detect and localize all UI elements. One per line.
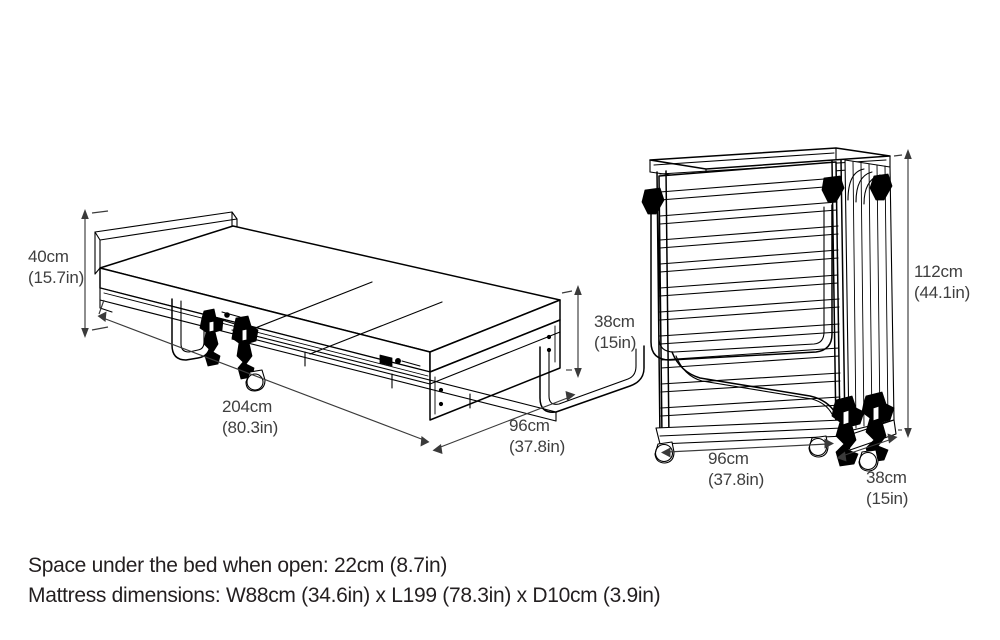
dimension-label-open-height: 40cm (15.7in) bbox=[28, 246, 84, 288]
dimension-label-folded-depth: 38cm (15in) bbox=[866, 467, 908, 509]
folded-bed-foot-brackets bbox=[831, 391, 895, 467]
open-width-imperial: (37.8in) bbox=[509, 437, 566, 456]
dimension-arrows-folded-bed bbox=[661, 149, 912, 462]
open-bed-caster bbox=[245, 369, 266, 392]
folded-width-metric: 96cm bbox=[708, 449, 749, 468]
dimension-arrow-open-height bbox=[81, 209, 109, 338]
folded-height-metric: 112cm bbox=[914, 262, 963, 281]
dimension-arrow-open-length bbox=[97, 299, 430, 447]
dimension-arrow-folded-width bbox=[661, 438, 834, 458]
open-length-metric: 204cm bbox=[222, 397, 273, 416]
open-frame-height-metric: 38cm bbox=[594, 312, 635, 331]
dimension-label-open-length: 204cm (80.3in) bbox=[222, 396, 278, 438]
open-bed-right-leg bbox=[539, 345, 645, 413]
caption-space-under-bed: Space under the bed when open: 22cm (8.7… bbox=[28, 554, 448, 577]
open-bed-headboard bbox=[94, 211, 238, 275]
folded-depth-metric: 38cm bbox=[866, 468, 907, 487]
caption-mattress-dimensions: Mattress dimensions: W88cm (34.6in) x L1… bbox=[28, 584, 661, 607]
folded-depth-imperial: (15in) bbox=[866, 489, 909, 508]
dimension-arrows-open-bed bbox=[81, 209, 582, 454]
folded-bed-hinges bbox=[641, 173, 893, 215]
open-width-metric: 96cm bbox=[509, 416, 550, 435]
dimension-label-open-frame-height: 38cm (15in) bbox=[594, 311, 636, 353]
open-length-imperial: (80.3in) bbox=[222, 418, 279, 437]
folded-bed-casters bbox=[654, 435, 879, 472]
folded-bed-slats bbox=[659, 177, 841, 417]
open-height-metric: 40cm bbox=[28, 247, 69, 266]
dimension-label-folded-width: 96cm (37.8in) bbox=[708, 448, 764, 490]
dimension-label-folded-height: 112cm (44.1in) bbox=[914, 261, 970, 303]
open-frame-height-imperial: (15in) bbox=[594, 333, 637, 352]
dimension-arrow-folded-depth bbox=[836, 433, 898, 462]
open-height-imperial: (15.7in) bbox=[28, 268, 85, 287]
folded-bed-side-stack bbox=[844, 159, 895, 432]
folded-bed-left-handle bbox=[650, 199, 833, 361]
open-bed-hinge-detail bbox=[379, 354, 421, 367]
folded-height-imperial: (44.1in) bbox=[914, 283, 971, 302]
dimension-label-open-width: 96cm (37.8in) bbox=[509, 415, 565, 457]
dimension-arrow-open-frame-height bbox=[561, 285, 582, 378]
folded-width-imperial: (37.8in) bbox=[708, 470, 765, 489]
dimension-arrow-open-width bbox=[432, 391, 576, 454]
open-bed-illustration bbox=[94, 211, 645, 422]
open-bed-center-bracket-right bbox=[231, 315, 259, 380]
folded-bed-illustration bbox=[641, 147, 897, 472]
dimension-arrow-folded-height bbox=[893, 149, 912, 438]
